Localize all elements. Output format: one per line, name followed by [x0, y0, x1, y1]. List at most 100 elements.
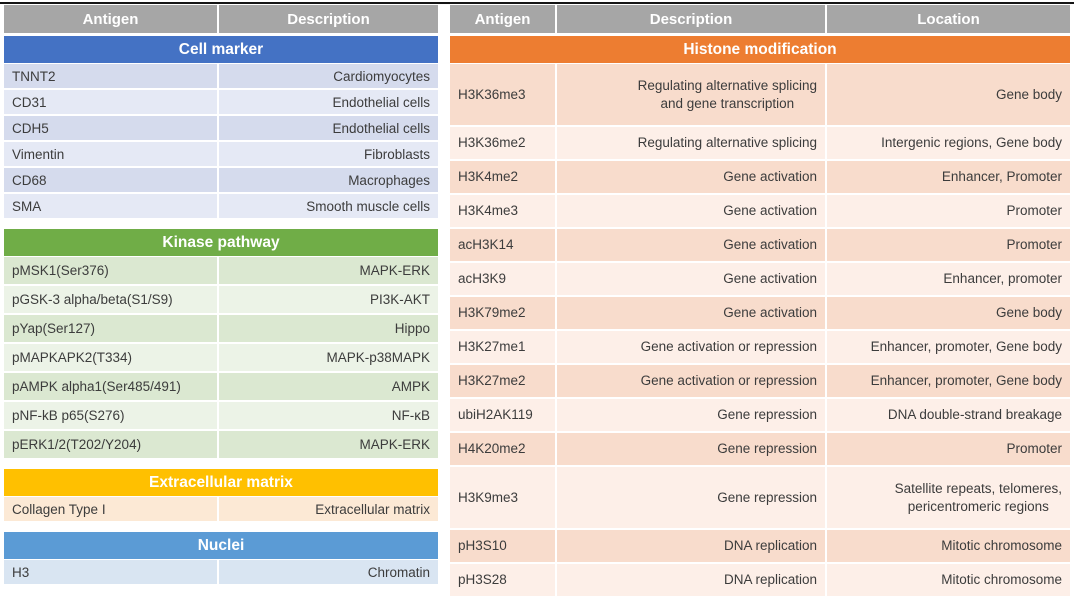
antigen-cell: H3K79me2 — [450, 297, 555, 329]
description-cell: DNA replication — [557, 530, 825, 562]
description-cell: Fibroblasts — [219, 142, 438, 166]
antigen-cell: acH3K9 — [450, 263, 555, 295]
description-cell: DNA replication — [557, 564, 825, 596]
location-cell: Mitotic chromosome — [827, 564, 1070, 596]
antigen-cell: pAMPK alpha1(Ser485/491) — [4, 373, 217, 400]
description-cell: Extracellular matrix — [219, 497, 438, 521]
location-cell: Promoter — [827, 195, 1070, 227]
description-cell: Gene repression — [557, 399, 825, 431]
description-cell: Gene repression — [557, 433, 825, 465]
antigen-cell: Vimentin — [4, 142, 217, 166]
description-cell: Gene activation — [557, 195, 825, 227]
antigen-cell: SMA — [4, 194, 217, 218]
antigen-cell: H3 — [4, 560, 217, 584]
location-cell: Gene body — [827, 64, 1070, 125]
antigen-cell: pH3S28 — [450, 564, 555, 596]
section-header-kinase-pathway: Kinase pathway — [4, 229, 438, 256]
description-cell: MAPK-p38MAPK — [219, 344, 438, 371]
table-row: pMSK1(Ser376)MAPK-ERK — [4, 257, 438, 284]
location-cell: Enhancer, Promoter — [827, 161, 1070, 193]
table-row: pMAPKAPK2(T334)MAPK-p38MAPK — [4, 344, 438, 371]
location-cell: Intergenic regions, Gene body — [827, 127, 1070, 159]
description-cell: MAPK-ERK — [219, 257, 438, 284]
location-cell: Promoter — [827, 229, 1070, 261]
antigen-cell: CD68 — [4, 168, 217, 192]
section-header-extracellular-matrix: Extracellular matrix — [4, 469, 438, 496]
location-cell: DNA double-strand breakage — [827, 399, 1070, 431]
description-cell: Cardiomyocytes — [219, 64, 438, 88]
location-cell: Promoter — [827, 433, 1070, 465]
location-cell: Satellite repeats, telomeres, pericentro… — [827, 467, 1070, 528]
description-cell: AMPK — [219, 373, 438, 400]
multiline-text: Satellite repeats, telomeres, pericentro… — [894, 480, 1062, 514]
description-cell: Regulating alternative splicing — [557, 127, 825, 159]
antigen-cell: H3K27me1 — [450, 331, 555, 363]
antigen-cell: H3K36me2 — [450, 127, 555, 159]
description-cell: Gene activation or repression — [557, 331, 825, 363]
description-cell: Hippo — [219, 315, 438, 342]
section-header-nuclei: Nuclei — [4, 532, 438, 559]
table-row: pYap(Ser127)Hippo — [4, 315, 438, 342]
antigen-cell: CDH5 — [4, 116, 217, 140]
description-cell: Regulating alternative splicing and gene… — [557, 64, 825, 125]
antigen-cell: Collagen Type I — [4, 497, 217, 521]
antigen-cell: TNNT2 — [4, 64, 217, 88]
description-cell: Macrophages — [219, 168, 438, 192]
location-cell: Enhancer, promoter, Gene body — [827, 331, 1070, 363]
section-header-cell-marker: Cell marker — [4, 36, 438, 63]
description-cell: Gene repression — [557, 467, 825, 528]
antigen-cell: H3K27me2 — [450, 365, 555, 397]
table-row: pERK1/2(T202/Y204)MAPK-ERK — [4, 431, 438, 458]
column-header-description: Description — [219, 5, 438, 33]
description-cell: Gene activation — [557, 297, 825, 329]
description-cell: NF-κB — [219, 402, 438, 429]
description-cell: Smooth muscle cells — [219, 194, 438, 218]
top-divider-rule — [0, 2, 1074, 4]
description-cell: PI3K-AKT — [219, 286, 438, 313]
antigen-cell: pMSK1(Ser376) — [4, 257, 217, 284]
antigen-cell: pYap(Ser127) — [4, 315, 217, 342]
table-row: H3K36me3 Regulating alternative splicing … — [450, 64, 1070, 125]
table-row: pGSK-3 alpha/beta(S1/S9)PI3K-AKT — [4, 286, 438, 313]
column-header-antigen: Antigen — [450, 5, 555, 33]
antigen-cell: H4K20me2 — [450, 433, 555, 465]
antigen-cell: H3K36me3 — [450, 64, 555, 125]
table-row: pAMPK alpha1(Ser485/491)AMPK — [4, 373, 438, 400]
description-cell: Gene activation — [557, 161, 825, 193]
section-header-histone-modification: Histone modification — [450, 36, 1070, 63]
antigen-cell: H3K9me3 — [450, 467, 555, 528]
location-cell: Enhancer, promoter, Gene body — [827, 365, 1070, 397]
antigen-cell: H3K4me2 — [450, 161, 555, 193]
antigen-cell: pERK1/2(T202/Y204) — [4, 431, 217, 458]
multiline-text: Regulating alternative splicing and gene… — [637, 77, 817, 111]
antigen-cell: ubiH2AK119 — [450, 399, 555, 431]
column-header-location: Location — [827, 5, 1070, 33]
antigen-cell: acH3K14 — [450, 229, 555, 261]
